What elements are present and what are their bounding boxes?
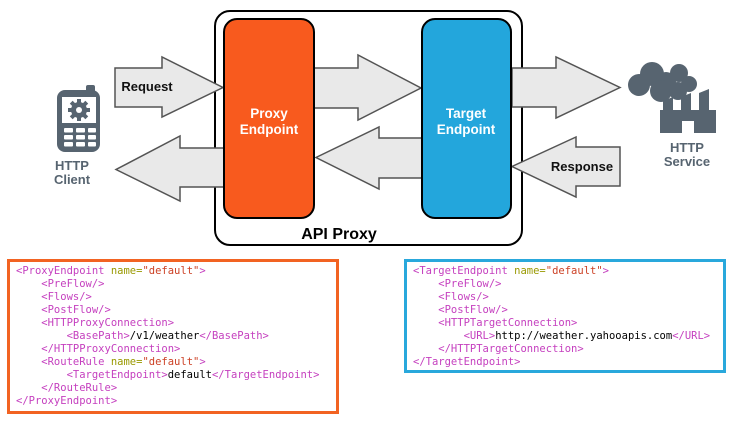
target-to-proxy-arrow: [314, 125, 424, 191]
code-line: <HTTPTargetConnection>: [413, 317, 578, 329]
code-line: <PostFlow/>: [413, 304, 508, 316]
http-client-label-line1: HTTP: [55, 158, 89, 173]
target-endpoint-label-line1: Target: [446, 106, 487, 121]
proxy-to-client-arrow: [114, 134, 226, 203]
code-line: <PreFlow/>: [16, 278, 105, 290]
code-line: <TargetEndpoint>default</TargetEndpoint>: [16, 369, 320, 381]
target-endpoint-label-line2: Endpoint: [437, 122, 496, 137]
code-line: <PostFlow/>: [16, 304, 111, 316]
proxy-endpoint-label-line2: Endpoint: [240, 122, 299, 137]
http-client-label-line2: Client: [54, 172, 91, 187]
target-endpoint-box: [421, 18, 512, 219]
code-line: </HTTPTargetConnection>: [413, 343, 584, 355]
code-line: <TargetEndpoint name="default">: [413, 265, 609, 277]
proxy-to-target-arrow: [313, 53, 423, 122]
proxy-endpoint-box: [223, 18, 315, 219]
http-service-label-line1: HTTP: [670, 140, 704, 155]
code-line: <HTTPProxyConnection>: [16, 317, 175, 329]
request-arrow: [114, 55, 225, 119]
target-endpoint-code-block: <TargetEndpoint name="default"> <PreFlow…: [404, 259, 726, 373]
response-label: Response: [551, 159, 613, 174]
http-service-icon: [628, 62, 716, 133]
code-line: </TargetEndpoint>: [413, 356, 521, 368]
target-to-service-arrow: [511, 55, 622, 120]
http-client-icon: [57, 85, 100, 152]
code-line: <URL>http://weather.yahooapis.com</URL>: [413, 330, 711, 342]
code-line: <Flows/>: [16, 291, 92, 303]
proxy-endpoint-code-block: <ProxyEndpoint name="default"> <PreFlow/…: [7, 259, 339, 414]
code-line: </ProxyEndpoint>: [16, 395, 118, 407]
flow-diagram: Proxy Endpoint Target Endpoint Request R…: [54, 10, 716, 246]
code-line: </HTTPProxyConnection>: [16, 343, 181, 355]
http-service-label-line2: Service: [664, 154, 710, 169]
code-line: <Flows/>: [413, 291, 489, 303]
proxy-endpoint-label-line1: Proxy: [250, 106, 288, 121]
code-line: </RouteRule>: [16, 382, 118, 394]
code-line: <PreFlow/>: [413, 278, 502, 290]
code-line: <BasePath>/v1/weather</BasePath>: [16, 330, 269, 342]
code-line: <ProxyEndpoint name="default">: [16, 265, 206, 277]
code-line: <RouteRule name="default">: [16, 356, 206, 368]
response-arrow: [510, 135, 621, 199]
request-label: Request: [121, 79, 173, 94]
api-proxy-label: API Proxy: [301, 226, 377, 243]
